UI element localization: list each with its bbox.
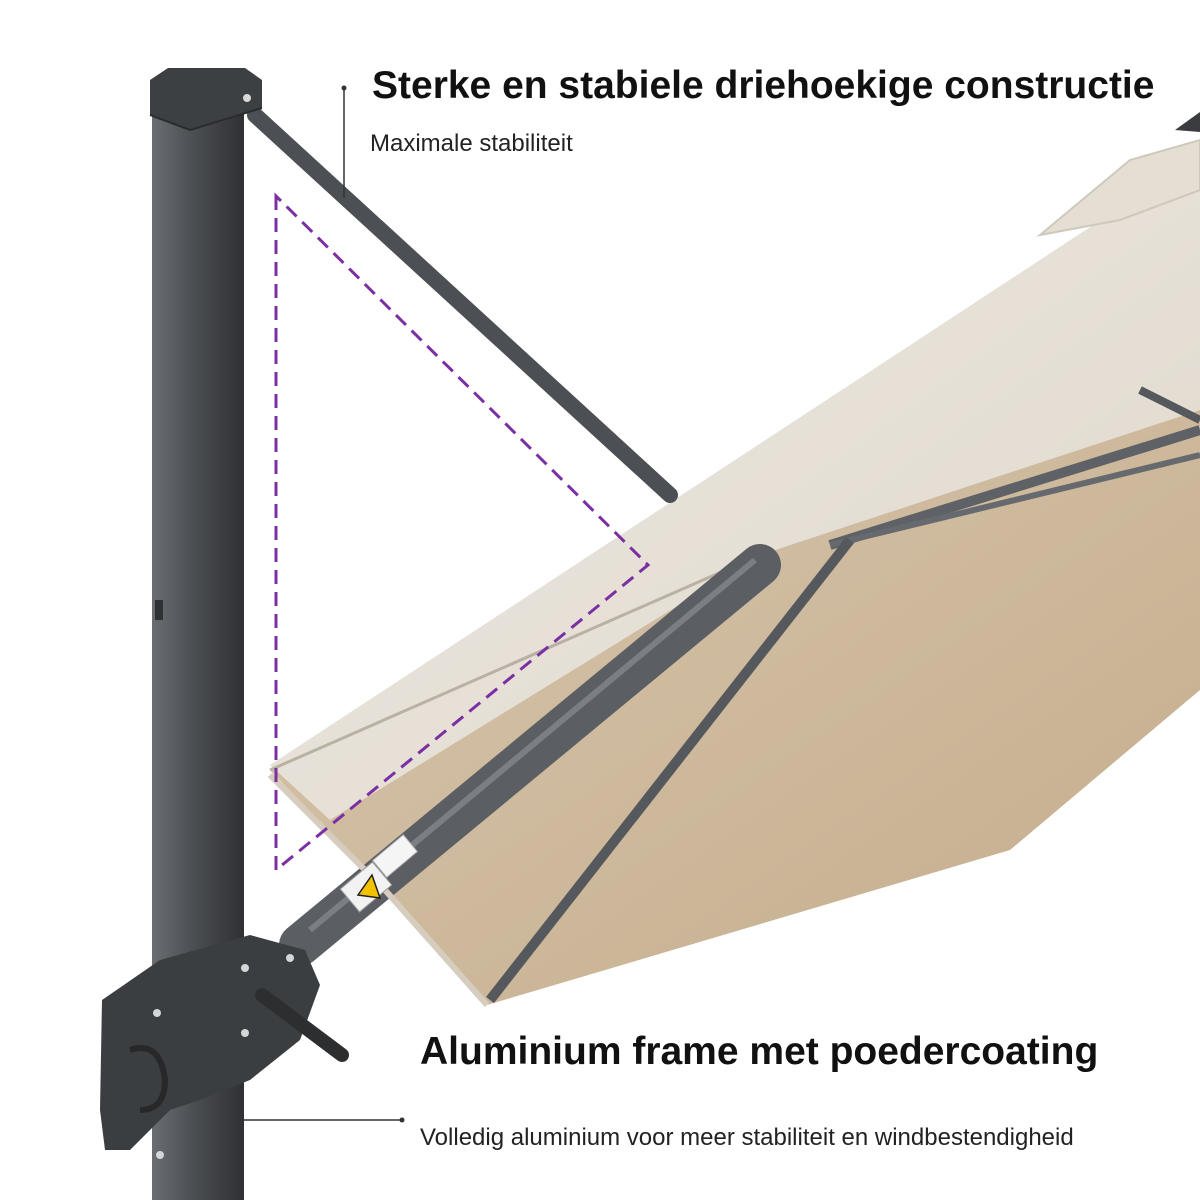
warning-label-icon xyxy=(339,834,419,913)
canopy-top xyxy=(270,155,1200,820)
canopy-cap xyxy=(1175,112,1200,132)
support-strut xyxy=(247,107,678,503)
rib-3 xyxy=(486,536,854,1004)
caption-bottom-title: Aluminium frame met poedercoating xyxy=(420,1030,1099,1073)
caption-top-subtitle: Maximale stabiliteit xyxy=(370,130,573,157)
crank-handle xyxy=(255,988,349,1062)
caption-top-title: Sterke en stabiele driehoekige construct… xyxy=(372,64,1155,107)
caption-bottom-subtitle: Volledig aluminium voor meer stabiliteit… xyxy=(420,1124,1074,1151)
stability-triangle-outline xyxy=(274,192,651,874)
rib-1 xyxy=(828,425,1200,550)
pole-top-cap xyxy=(150,68,262,130)
canopy-edge xyxy=(269,553,761,772)
canopy-vent xyxy=(1036,138,1200,237)
rib-2 xyxy=(829,452,1200,548)
rib-4 xyxy=(1138,386,1200,424)
